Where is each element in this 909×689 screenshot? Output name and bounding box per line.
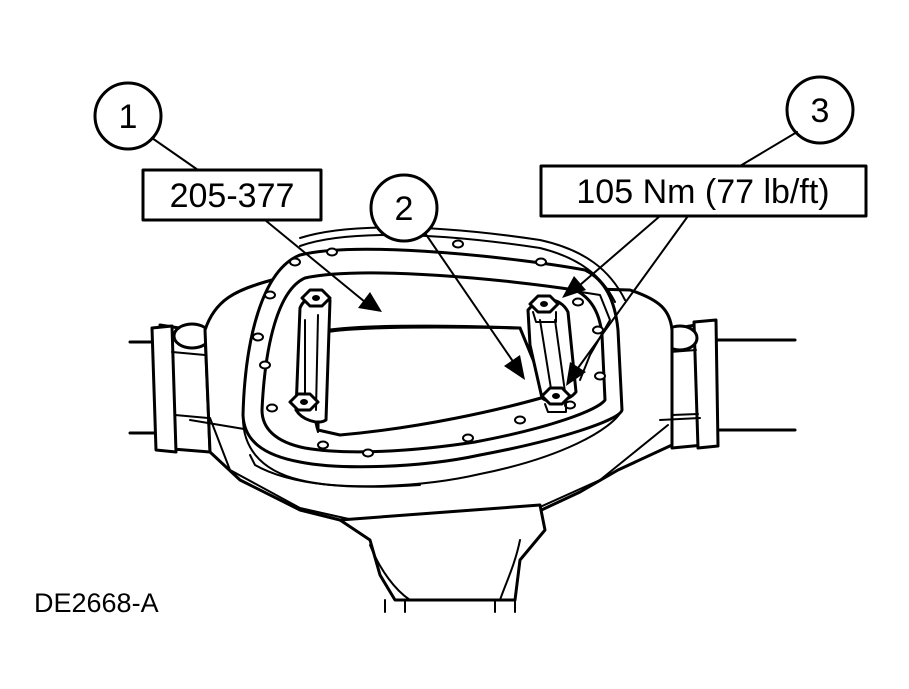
callout-2-arrowhead xyxy=(504,355,525,380)
torque-spec-box xyxy=(539,164,868,218)
callout-1-number: 1 xyxy=(119,98,138,136)
callout-1: 1 205-377 xyxy=(93,81,382,312)
bearing-cap-bolts xyxy=(288,288,572,413)
callout-3: 3 105 Nm (77 lb/ft) xyxy=(539,75,868,386)
callout-3-arrowhead-bottom xyxy=(566,362,586,386)
callout-1-arrowhead xyxy=(358,292,382,312)
callout-2-number: 2 xyxy=(395,190,414,228)
torque-spec-label: 105 Nm (77 lb/ft) xyxy=(576,173,829,211)
callout-2-circle xyxy=(369,173,439,243)
left-axle-flange xyxy=(150,322,212,454)
flange-bolt-holes xyxy=(252,239,606,458)
callout-3-number: 3 xyxy=(811,92,830,130)
tool-number-box xyxy=(141,168,323,222)
bolt-left-top xyxy=(300,288,332,308)
callout-3-circle xyxy=(785,75,855,145)
bolt-right-bottom xyxy=(540,386,572,413)
bolt-right-top xyxy=(528,294,560,323)
differential-case xyxy=(294,289,611,437)
figure-id: DE2668-A xyxy=(34,588,159,618)
callout-1-circle xyxy=(93,81,163,151)
callout-2: 2 xyxy=(369,173,525,380)
tool-number-label: 205-377 xyxy=(170,177,295,215)
bolt-left-bottom xyxy=(288,392,320,412)
callout-3-arrowhead-top xyxy=(562,276,586,298)
